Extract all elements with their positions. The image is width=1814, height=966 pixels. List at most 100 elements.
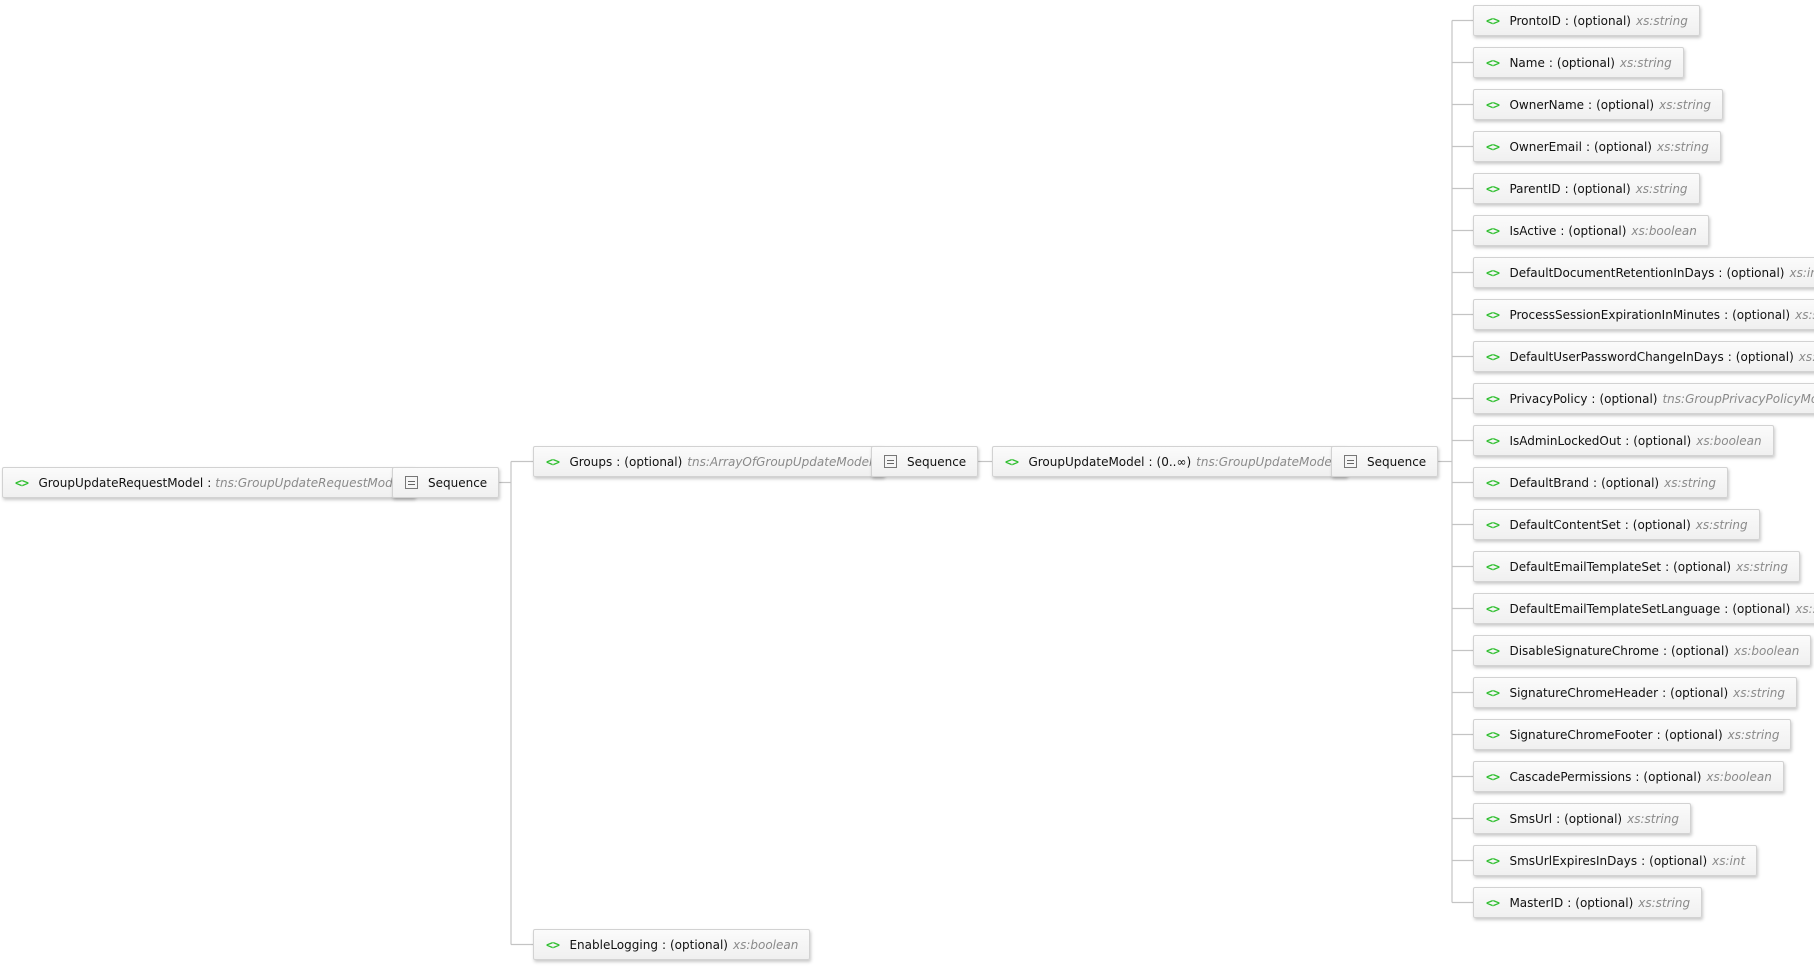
element-icon: <>	[1486, 643, 1500, 658]
field-occurs: (optional)	[1643, 769, 1702, 784]
group-update-model-element-node[interactable]: <> GroupUpdateModel : (0..∞) tns:GroupUp…	[992, 446, 1348, 477]
field-occurs: (optional)	[1632, 517, 1691, 532]
sequence-node-root[interactable]: Sequence	[392, 467, 500, 498]
field-name: DisableSignatureChrome	[1509, 643, 1659, 658]
element-type: tns:GroupUpdateModel	[1196, 454, 1336, 469]
element-icon: <>	[1486, 349, 1500, 364]
field-type: xs:short	[1795, 307, 1814, 322]
field-type: xs:int	[1789, 265, 1814, 280]
sequence-node-group-model[interactable]: Sequence	[1331, 446, 1439, 477]
field-type: xs:boolean	[1696, 433, 1762, 448]
groups-element-node[interactable]: <> Groups : (optional) tns:ArrayOfGroupU…	[533, 446, 885, 477]
field-occurs: (optional)	[1664, 727, 1723, 742]
separator: :	[1662, 643, 1667, 658]
separator: :	[1718, 265, 1723, 280]
field-occurs: (optional)	[1601, 475, 1660, 490]
element-icon: <>	[1486, 265, 1500, 280]
field-occurs: (optional)	[1649, 853, 1708, 868]
field-occurs: (optional)	[1556, 55, 1615, 70]
field-privacy-policy-node[interactable]: <> PrivacyPolicy : (optional) tns:GroupP…	[1473, 383, 1814, 414]
element-icon: <>	[1486, 685, 1500, 700]
field-name: ProcessSessionExpirationInMinutes	[1509, 307, 1721, 322]
element-icon: <>	[1486, 307, 1500, 322]
field-default-email-template-set-language-node[interactable]: <> DefaultEmailTemplateSetLanguage : (op…	[1473, 593, 1814, 624]
element-icon: <>	[1486, 895, 1500, 910]
field-type: xs:string	[1695, 517, 1748, 532]
element-icon: <>	[15, 475, 29, 490]
field-occurs: (optional)	[1726, 265, 1785, 280]
element-name: GroupUpdateRequestModel	[38, 475, 204, 490]
field-master-id-node[interactable]: <> MasterID : (optional) xs:string	[1473, 887, 1703, 918]
separator: :	[1635, 769, 1640, 784]
field-ownername-node[interactable]: <> OwnerName : (optional) xs:string	[1473, 89, 1723, 120]
separator: :	[1593, 475, 1598, 490]
field-occurs: (optional)	[1575, 895, 1634, 910]
element-icon: <>	[1486, 727, 1500, 742]
field-occurs: (optional)	[1596, 97, 1655, 112]
field-type: xs:boolean	[1733, 643, 1800, 658]
sequence-icon	[884, 455, 897, 468]
element-icon: <>	[1486, 601, 1500, 616]
field-occurs: (optional)	[1593, 139, 1652, 154]
separator: :	[1548, 55, 1553, 70]
field-occurs: (optional)	[1564, 811, 1623, 826]
separator: :	[1624, 517, 1629, 532]
separator: :	[207, 475, 212, 490]
element-name: GroupUpdateModel	[1028, 454, 1145, 469]
enable-logging-element-node[interactable]: <> EnableLogging : (optional) xs:boolean	[533, 929, 811, 960]
field-type: xs:string	[1638, 895, 1691, 910]
root-element-node[interactable]: <> GroupUpdateRequestModel : tns:GroupUp…	[2, 467, 416, 498]
sequence-node-groups[interactable]: Sequence	[871, 446, 979, 477]
separator: :	[1641, 853, 1646, 868]
field-occurs: (optional)	[1670, 643, 1729, 658]
field-process-session-expiration-node[interactable]: <> ProcessSessionExpirationInMinutes : (…	[1473, 299, 1814, 330]
element-icon: <>	[1486, 391, 1500, 406]
field-default-email-template-set-node[interactable]: <> DefaultEmailTemplateSet : (optional) …	[1473, 551, 1800, 582]
field-signature-chrome-footer-node[interactable]: <> SignatureChromeFooter : (optional) xs…	[1473, 719, 1792, 750]
separator: :	[1556, 811, 1561, 826]
field-name: Name	[1509, 55, 1545, 70]
field-is-admin-locked-out-node[interactable]: <> IsAdminLockedOut : (optional) xs:bool…	[1473, 425, 1774, 456]
element-occurs: (optional)	[624, 454, 683, 469]
field-name: CascadePermissions	[1509, 769, 1632, 784]
element-icon: <>	[1486, 433, 1500, 448]
field-name: IsActive	[1509, 223, 1557, 238]
separator: :	[1567, 895, 1572, 910]
field-parentid-node[interactable]: <> ParentID : (optional) xs:string	[1473, 173, 1700, 204]
element-icon: <>	[1486, 223, 1500, 238]
separator: :	[1724, 307, 1729, 322]
field-type: xs:string	[1727, 727, 1780, 742]
field-signature-chrome-header-node[interactable]: <> SignatureChromeHeader : (optional) xs…	[1473, 677, 1797, 708]
field-name-node[interactable]: <> Name : (optional) xs:string	[1473, 47, 1684, 78]
field-type: xs:string	[1627, 811, 1679, 826]
field-default-document-retention-node[interactable]: <> DefaultDocumentRetentionInDays : (opt…	[1473, 257, 1814, 288]
field-default-content-set-node[interactable]: <> DefaultContentSet : (optional) xs:str…	[1473, 509, 1760, 540]
field-name: ParentID	[1509, 181, 1561, 196]
field-occurs: (optional)	[1572, 181, 1631, 196]
field-prontoid-node[interactable]: <> ProntoID : (optional) xs:string	[1473, 5, 1700, 36]
separator: :	[616, 454, 621, 469]
field-sms-url-expires-node[interactable]: <> SmsUrlExpiresInDays : (optional) xs:i…	[1473, 845, 1758, 876]
field-owneremail-node[interactable]: <> OwnerEmail : (optional) xs:string	[1473, 131, 1721, 162]
separator: :	[1564, 181, 1569, 196]
field-sms-url-node[interactable]: <> SmsUrl : (optional) xs:string	[1473, 803, 1691, 834]
field-default-brand-node[interactable]: <> DefaultBrand : (optional) xs:string	[1473, 467, 1728, 498]
field-name: DefaultUserPasswordChangeInDays	[1509, 349, 1724, 364]
sequence-label: Sequence	[907, 454, 967, 469]
element-occurs: (optional)	[669, 937, 728, 952]
element-icon: <>	[1005, 454, 1019, 469]
field-isactive-node[interactable]: <> IsActive : (optional) xs:boolean	[1473, 215, 1709, 246]
field-default-user-password-change-node[interactable]: <> DefaultUserPasswordChangeInDays : (op…	[1473, 341, 1814, 372]
field-occurs: (optional)	[1732, 601, 1791, 616]
field-cascade-permissions-node[interactable]: <> CascadePermissions : (optional) xs:bo…	[1473, 761, 1784, 792]
sequence-label: Sequence	[428, 475, 488, 490]
field-type: xs:string	[1733, 685, 1785, 700]
element-type: tns:GroupUpdateRequestModel	[215, 475, 404, 490]
sequence-icon	[1344, 455, 1357, 468]
field-name: SmsUrlExpiresInDays	[1509, 853, 1638, 868]
element-icon: <>	[1486, 97, 1500, 112]
field-type: xs:boolean	[1631, 223, 1697, 238]
element-type: xs:boolean	[732, 937, 799, 952]
field-disable-signature-chrome-node[interactable]: <> DisableSignatureChrome : (optional) x…	[1473, 635, 1812, 666]
element-icon: <>	[546, 937, 560, 952]
